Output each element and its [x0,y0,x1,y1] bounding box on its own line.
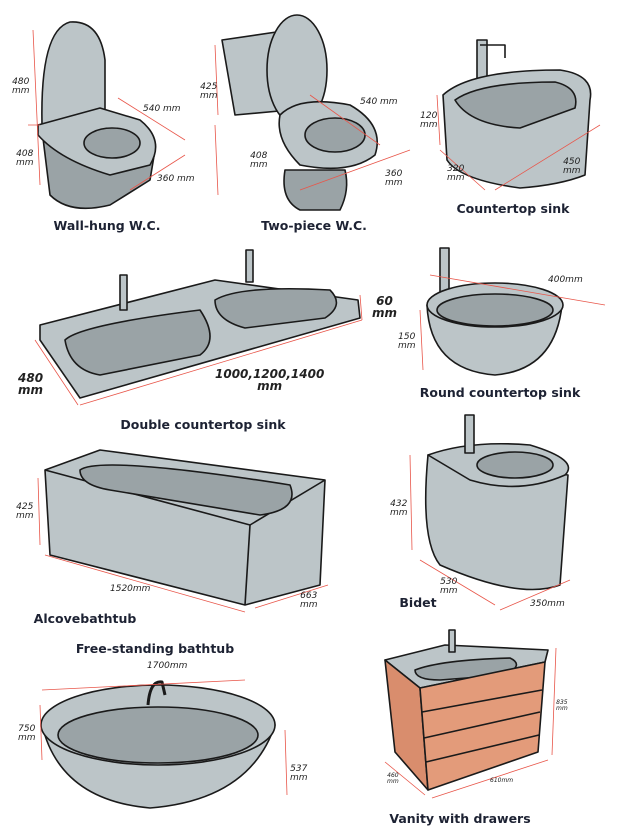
dim-round-height: 150 mm [398,332,416,351]
free-standing-bathtub-drawing [40,680,276,809]
dim-wall-hung-depth: 540 mm [143,104,181,114]
title-vanity-with-drawers: Vanity with drawers [389,811,531,826]
countertop-sink-drawing [442,39,592,189]
dim-two-piece-seat: 408 mm [250,151,268,170]
dim-freestanding-height: 537 mm [290,764,308,783]
dim-alcove-width: 663 mm [300,591,318,610]
dim-wall-hung-height: 480 mm [12,77,30,96]
dim-vanity-height: 835 mm [556,699,568,712]
dim-two-piece-width: 360 mm [385,169,403,188]
dim-countertop-height: 120 mm [420,111,438,130]
round-countertop-sink-drawing [426,247,564,376]
dim-alcove-height: 425 mm [16,502,34,521]
dim-freestanding-width: 750 mm [18,724,36,743]
dim-bidet-width: 350mm [530,599,565,609]
dim-vanity-depth: 460 mm [387,772,399,785]
dim-double-thickness: 60 mm [372,294,398,320]
title-bidet: Bidet [399,595,437,610]
title-double-countertop-sink: Double countertop sink [120,417,286,432]
double-countertop-sink-drawing [39,249,361,399]
dim-two-piece-tank: 425 mm [200,82,218,101]
dim-freestanding-length: 1700mm [147,661,188,671]
dim-round-diameter: 400mm [548,275,583,285]
dim-countertop-depth: 320 mm [447,164,465,183]
dim-bidet-depth: 530 mm [440,577,458,596]
two-piece-wc-drawing [221,14,379,211]
wall-hung-wc-drawing [37,21,157,210]
bidet-drawing [424,414,570,591]
vanity-drawing [384,629,549,791]
title-alcove-bathtub: Alcovebathtub [33,611,137,626]
dim-bidet-height: 432 mm [390,499,408,518]
title-free-standing-bathtub: Free-standing bathtub [75,641,235,656]
dim-double-depth: 480 mm [18,371,44,397]
title-countertop-sink: Countertop sink [456,201,570,216]
title-round-countertop-sink: Round countertop sink [419,385,581,400]
alcove-bathtub-drawing [44,449,326,606]
title-wall-hung-wc: Wall-hung W.C. [53,218,161,233]
dim-wall-hung-seat: 408 mm [16,149,34,168]
dimension-lines [28,29,606,799]
dim-vanity-width: 610mm [490,777,514,784]
dim-two-piece-depth: 540 mm [360,97,398,107]
dim-double-width: 1000,1200,1400 mm [215,367,325,393]
dim-countertop-width: 450 mm [563,157,581,176]
title-two-piece-wc: Two-piece W.C. [261,218,367,233]
dim-alcove-length: 1520mm [110,584,151,594]
dim-wall-hung-width: 360 mm [157,174,195,184]
